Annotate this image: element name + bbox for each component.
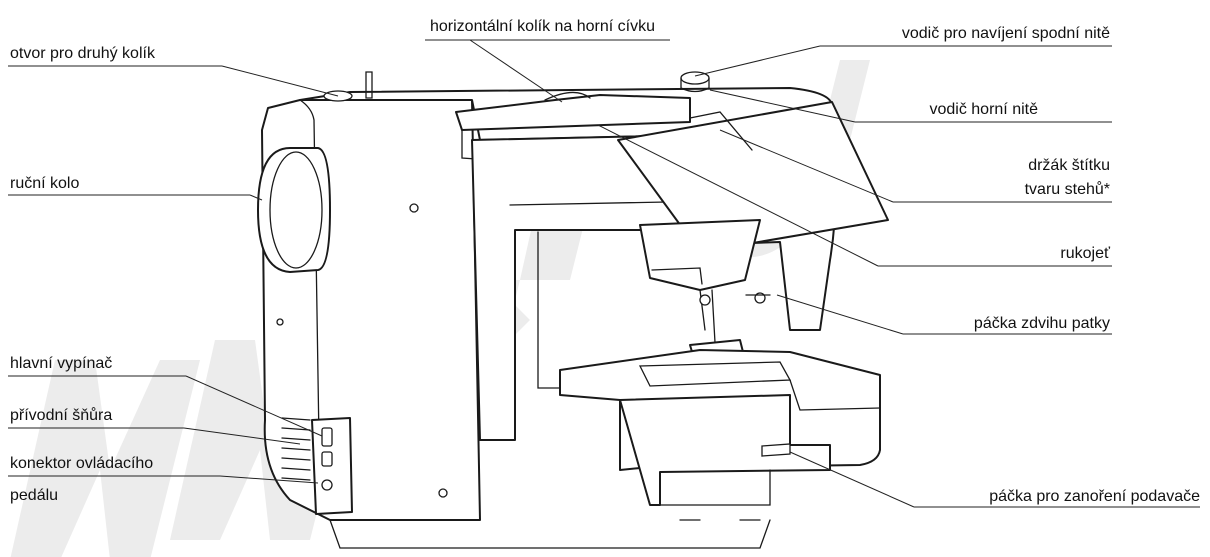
label-drzak-stitku-line1: držák štítku xyxy=(1028,157,1110,174)
labels: otvor pro druhý kolík horizontální kolík… xyxy=(10,18,1200,505)
handwheel xyxy=(257,147,331,273)
label-rukojet: rukojeť xyxy=(1060,245,1111,262)
needle-area xyxy=(639,219,761,291)
label-vodic-horni-nite: vodič horní nitě xyxy=(929,101,1038,118)
label-rucni-kolo: ruční kolo xyxy=(10,175,79,192)
vent-grille xyxy=(281,417,311,481)
label-packa-zanoreni: páčka pro zanoření podavače xyxy=(989,488,1200,505)
label-drzak-stitku-line2: tvaru stehů* xyxy=(1025,180,1110,198)
label-privodni-snura: přívodní šňůra xyxy=(10,406,112,424)
label-konektor-line2: pedálu xyxy=(10,487,58,504)
label-konektor-line1: konektor ovládacího xyxy=(10,455,153,472)
label-hlavni-vypinac: hlavní vypínač xyxy=(10,355,112,372)
label-packa-zdvihu-patky: páčka zdvihu patky xyxy=(974,315,1110,332)
label-horizontalni-kolik: horizontální kolík na horní cívku xyxy=(430,18,655,35)
label-vodic-navijeni: vodič pro navíjení spodní nitě xyxy=(902,25,1110,42)
sewing-machine xyxy=(257,71,889,549)
pattern-plate-holder xyxy=(617,101,889,253)
vertical-spool-pin xyxy=(365,71,373,99)
leader-lines xyxy=(8,39,1200,508)
label-otvor-pro-druhy-kolik: otvor pro druhý kolík xyxy=(10,45,156,62)
